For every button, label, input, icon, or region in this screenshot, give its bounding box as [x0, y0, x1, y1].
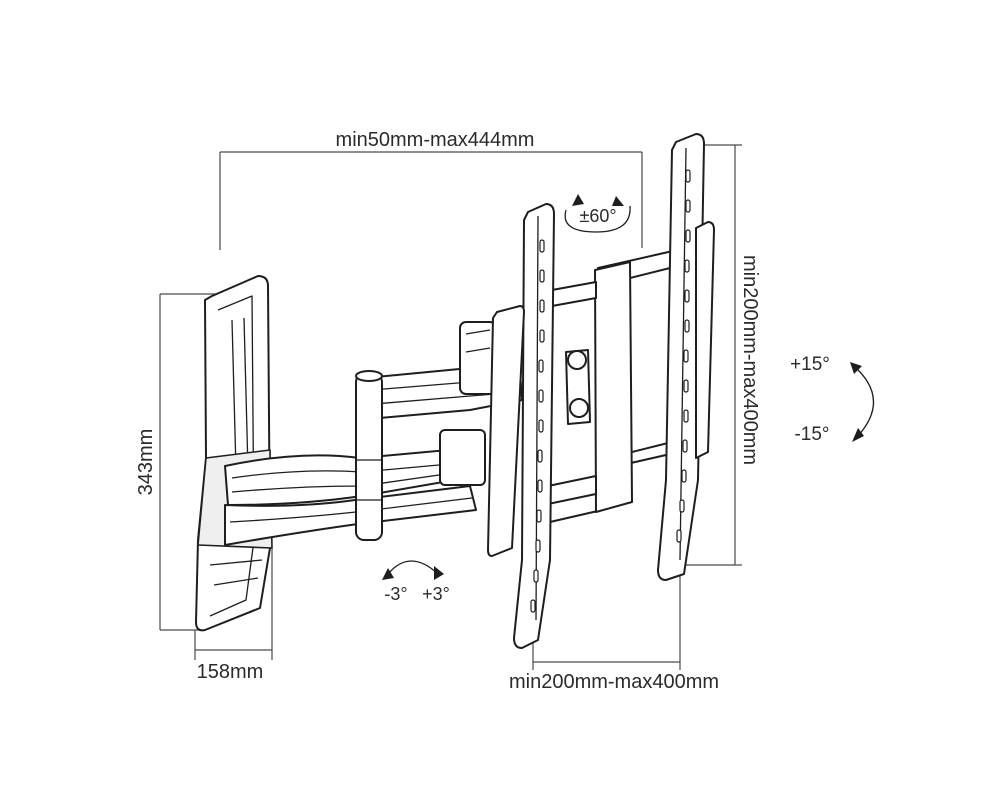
level-right-label: +3°: [422, 584, 450, 604]
level-arrow-right-icon: [434, 566, 444, 580]
right-bracket-holes: [676, 169, 691, 543]
vesa-horizontal-label: min200mm-max400mm: [509, 671, 719, 693]
wall-plate: [195, 275, 273, 632]
tilt-indicator: [850, 362, 875, 442]
swivel-indicator: [564, 194, 631, 233]
swivel-arrow-right-icon: [612, 196, 624, 206]
wall-plate-height-label: 343mm: [135, 429, 157, 496]
vesa-vertical-label: min200mm-max400mm: [739, 255, 761, 465]
left-bracket-holes: [530, 239, 545, 613]
level-indicator: [382, 560, 444, 580]
tv-frame: [547, 247, 689, 513]
tilt-arrow-down-icon: [852, 428, 864, 442]
wall-plate-depth-label: 158mm: [197, 661, 264, 683]
extension-label: min50mm-max444mm: [336, 129, 535, 151]
tilt-arrow-up-icon: [850, 362, 862, 374]
swivel-arrow-left-icon: [572, 194, 584, 206]
tilt-up-label: +15°: [790, 354, 830, 375]
tilt-down-label: -15°: [794, 424, 829, 445]
vesa-bracket-left: [487, 203, 555, 649]
swivel-label: ±60°: [579, 206, 616, 226]
level-left-label: -3°: [384, 584, 407, 604]
level-arrow-left-icon: [382, 568, 394, 580]
vesa-bracket-right: [657, 133, 715, 581]
dimension-lines: [159, 144, 742, 670]
